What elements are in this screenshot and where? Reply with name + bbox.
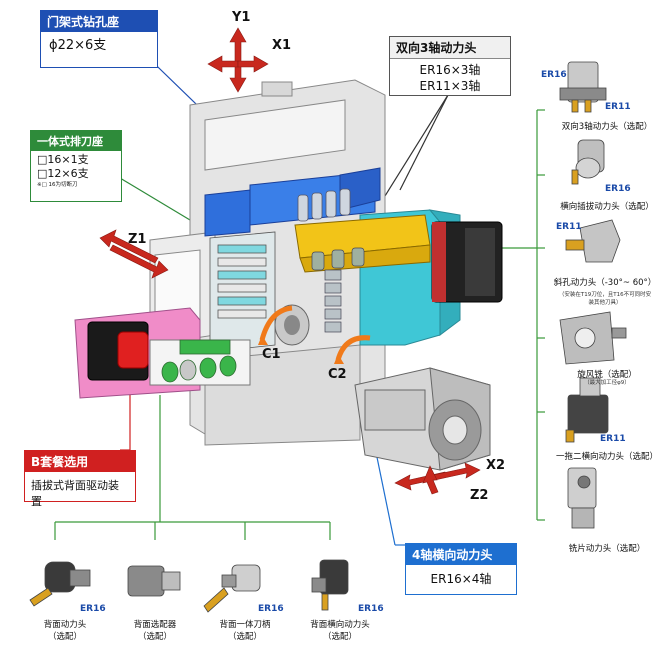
callout-4axis-title: 4轴横向动力头 (406, 544, 516, 565)
back-tool-heads (161, 339, 237, 383)
icon-angled-head (565, 219, 621, 263)
axis-c1-label: C1 (262, 347, 281, 362)
icon-saw-blade-head (567, 467, 597, 529)
bottom-item-3-label-2: （选配） (227, 632, 262, 642)
bottom-item-3-label-1: 背面一体刀柄 (219, 620, 271, 630)
right-item-2-er: ER16 (605, 184, 631, 194)
bottom-item-2-label-1: 背面选配器 (133, 620, 177, 630)
callout-gang-note: ※□ 16为切断刀 (37, 182, 78, 188)
icon-back-adapter (127, 565, 181, 597)
icon-twin-3axis-head (559, 61, 607, 113)
twin-head-tools (311, 247, 365, 271)
bottom-item-1-er: ER16 (80, 604, 106, 614)
icon-whirlwind-mill (559, 311, 627, 365)
right-item-3-note-1: （安装在T19刀位，且T16不可同时安 (558, 292, 652, 298)
bottom-item-3-er: ER16 (258, 604, 284, 614)
vertical-tool-column (324, 269, 342, 333)
icon-back-integrated-holder (203, 564, 261, 613)
right-item-3-label: 斜孔动力头（-30°~ 60°） (553, 278, 657, 288)
right-item-4-note: （最大加工径φ9） (584, 380, 630, 386)
icon-cross-plug-head (571, 139, 605, 185)
callout-gantry-drill: 门架式钻孔座 ϕ22×6支 (40, 10, 158, 68)
callout-4axis-cross: 4轴横向动力头 ER16×4轴 (405, 543, 517, 595)
bottom-item-1-label-2: （选配） (47, 632, 82, 642)
callout-gang-plate: 一体式排刀座 □16×1支 □12×6支 ※□ 16为切断刀 (30, 130, 122, 202)
right-item-5-label: 一拖二横向动力头（选配） (555, 452, 658, 462)
right-item-3-note-2: 装其他刀具） (588, 300, 622, 306)
right-item-1-er-a: ER16 (541, 70, 567, 80)
axis-c2-label: C2 (328, 367, 347, 382)
main-spindle (274, 304, 310, 346)
right-item-5-er: ER11 (600, 434, 626, 444)
axis-arrows (99, 27, 481, 495)
axis-x1-label: X1 (272, 38, 292, 53)
right-item-4-label: 旋风铣（选配） (577, 370, 637, 380)
right-item-2-label: 横向插拔动力头（选配） (560, 202, 654, 212)
icon-one-to-two-head (565, 377, 609, 443)
icon-back-cross-head (311, 559, 349, 611)
callout-gantry-spec: ϕ22×6支 (49, 38, 107, 53)
bottom-item-2-label-2: （选配） (137, 632, 172, 642)
axis-x2-label: X2 (486, 458, 506, 473)
right-item-1-label: 双向3轴动力头（选配） (561, 122, 653, 132)
gantry-drill-tools (297, 188, 351, 222)
axis-z1-label: Z1 (128, 232, 147, 247)
callout-bset-spec: 插拔式背面驱动装置 (31, 479, 119, 508)
bottom-item-4-label-1: 背面横向动力头 (310, 620, 370, 630)
callout-gang-line-2: □12×6支 (37, 167, 89, 180)
callout-gang-line-1: □16×1支 (37, 153, 89, 166)
bottom-item-1-label-1: 背面动力头 (43, 620, 87, 630)
bottom-item-4-er: ER16 (358, 604, 384, 614)
callout-twin-line-2: ER11×3轴 (419, 79, 481, 93)
callout-gang-title: 一体式排刀座 (31, 131, 121, 151)
axis-y1-label: Y1 (232, 10, 251, 25)
callout-4axis-spec: ER16×4轴 (430, 572, 492, 586)
callout-b-set: B套餐选用 插拔式背面驱动装置 (24, 450, 136, 508)
right-item-6-label: 铣片动力头（选配） (568, 544, 646, 554)
back-motor (87, 321, 149, 381)
right-item-1-er-b: ER11 (605, 102, 631, 112)
callout-bset-title: B套餐选用 (25, 451, 135, 472)
rotation-arrows (259, 305, 371, 361)
bottom-item-4-label-2: （选配） (322, 632, 357, 642)
gang-tool-plate (209, 231, 276, 353)
icon-back-driven-head (29, 561, 91, 607)
callout-gantry-title: 门架式钻孔座 (41, 11, 157, 32)
callout-twin-line-1: ER16×3轴 (419, 63, 481, 77)
motor-right (431, 221, 503, 303)
axis-z2-label: Z2 (470, 488, 489, 503)
callout-twin-title: 双向3轴动力头 (390, 37, 510, 59)
sub-spindle-unit (354, 367, 491, 471)
right-item-3-er: ER11 (556, 222, 582, 232)
callout-twin-3axis: 双向3轴动力头 ER16×3轴 ER11×3轴 (389, 36, 511, 96)
